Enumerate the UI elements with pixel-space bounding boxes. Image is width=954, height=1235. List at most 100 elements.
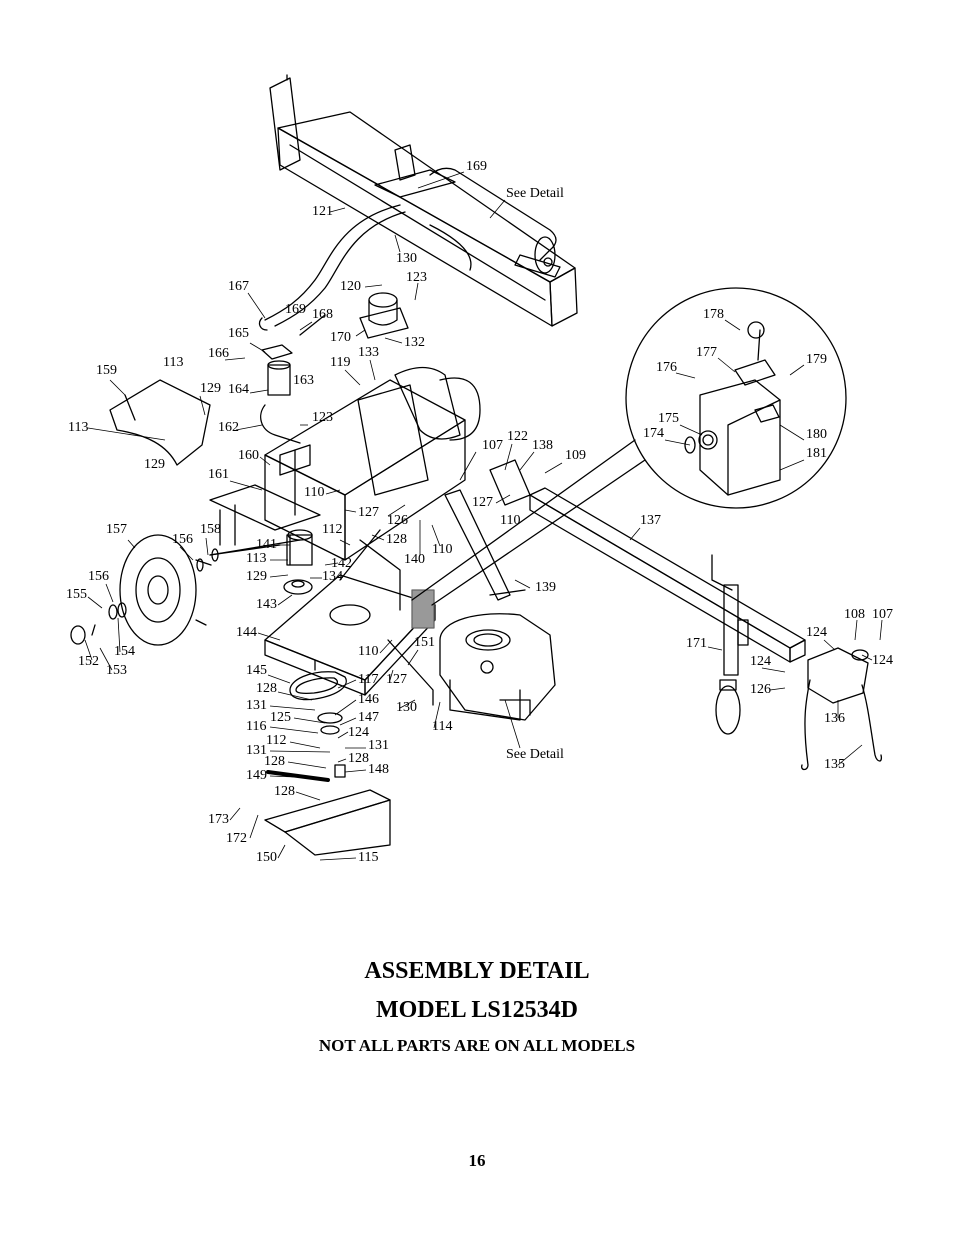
callout-label: 129 bbox=[144, 457, 165, 472]
leader-line bbox=[179, 546, 194, 561]
callout-label: 146 bbox=[358, 692, 379, 707]
leader-line bbox=[519, 451, 535, 471]
page-number: 16 bbox=[468, 1151, 486, 1170]
callout-label: 127 bbox=[386, 672, 407, 687]
leader-line bbox=[879, 619, 883, 641]
callout-label: 156 bbox=[88, 569, 109, 584]
beam-drawing bbox=[269, 74, 578, 327]
leader-line bbox=[387, 504, 406, 517]
leader-line bbox=[257, 632, 281, 641]
callout-label: 169 bbox=[285, 302, 306, 317]
callout-label: 160 bbox=[238, 448, 259, 463]
leader-line bbox=[769, 687, 786, 691]
callout-label: 128 bbox=[274, 784, 295, 799]
leader-line bbox=[384, 337, 403, 344]
leader-line bbox=[84, 639, 93, 661]
callout-label: 135 bbox=[824, 757, 845, 772]
callout-label: 154 bbox=[114, 644, 135, 659]
leader-line bbox=[267, 674, 291, 684]
callout-label: 124 bbox=[806, 625, 827, 640]
callout-label: 144 bbox=[236, 625, 257, 640]
leader-line bbox=[99, 647, 113, 671]
leader-line bbox=[117, 617, 121, 653]
callout-label: 142 bbox=[331, 556, 352, 571]
callout-label: 158 bbox=[200, 522, 221, 537]
leader-lines bbox=[84, 171, 883, 861]
callout-label: 127 bbox=[358, 505, 379, 520]
callout-label: 181 bbox=[806, 446, 827, 461]
belt-drawing bbox=[266, 639, 434, 782]
callout-label: 123 bbox=[312, 410, 333, 425]
leader-line bbox=[489, 199, 506, 219]
callout-label: 179 bbox=[806, 352, 827, 367]
callout-label: 136 bbox=[824, 711, 845, 726]
detail-bubble-drawing bbox=[411, 287, 847, 606]
leader-line bbox=[319, 857, 357, 861]
callout-label: 125 bbox=[270, 710, 291, 725]
leader-line bbox=[369, 359, 376, 381]
callout-label: 172 bbox=[226, 831, 247, 846]
leader-line bbox=[433, 701, 441, 729]
leader-line bbox=[389, 669, 394, 681]
leader-line bbox=[277, 594, 293, 606]
bottom-plate-drawing bbox=[264, 789, 391, 856]
leader-line bbox=[379, 639, 393, 654]
callout-label: 145 bbox=[246, 663, 267, 678]
leader-line bbox=[707, 646, 723, 651]
leader-line bbox=[399, 699, 416, 709]
callout-label: 113 bbox=[68, 420, 88, 435]
callout-label: See Detail bbox=[506, 186, 564, 201]
callout-label: 165 bbox=[228, 326, 249, 341]
leader-line bbox=[514, 579, 531, 589]
callout-label: 115 bbox=[358, 850, 378, 865]
leader-line bbox=[269, 574, 289, 578]
callout-label: 168 bbox=[312, 307, 333, 322]
leader-line bbox=[293, 717, 326, 724]
leader-line bbox=[664, 439, 691, 446]
callout-label: 164 bbox=[228, 382, 249, 397]
callout-label: 162 bbox=[218, 420, 239, 435]
callout-label: 148 bbox=[368, 762, 389, 777]
leader-line bbox=[789, 364, 805, 376]
frame-drawing bbox=[209, 366, 481, 566]
callout-label: 166 bbox=[208, 346, 229, 361]
callout-label: 110 bbox=[358, 644, 378, 659]
coupler-drawing bbox=[801, 647, 883, 771]
callout-label: 113 bbox=[163, 355, 183, 370]
leader-line bbox=[679, 424, 703, 436]
leader-line bbox=[337, 679, 357, 689]
leader-line bbox=[861, 654, 873, 661]
leader-line bbox=[717, 357, 736, 373]
leader-line bbox=[394, 234, 401, 253]
callout-label: 128 bbox=[348, 751, 369, 766]
callout-label: 107 bbox=[482, 438, 503, 453]
leader-line bbox=[127, 539, 136, 549]
callout-label: 156 bbox=[172, 532, 193, 547]
base-plate-drawing bbox=[264, 529, 436, 696]
leader-line bbox=[344, 769, 367, 773]
leader-line bbox=[337, 758, 347, 763]
leader-line bbox=[414, 282, 419, 301]
callout-label: 176 bbox=[656, 360, 677, 375]
callout-label: 130 bbox=[396, 251, 417, 266]
callout-label: 116 bbox=[246, 719, 266, 734]
jack-drawing bbox=[711, 554, 749, 735]
leader-line bbox=[269, 775, 321, 779]
leader-line bbox=[417, 171, 465, 189]
leader-line bbox=[325, 489, 341, 495]
callout-label: 108 bbox=[844, 607, 865, 622]
callout-label: 107 bbox=[872, 607, 893, 622]
leader-line bbox=[779, 459, 805, 471]
leader-line bbox=[339, 717, 357, 726]
callout-label: 128 bbox=[256, 681, 277, 696]
callout-label: 138 bbox=[532, 438, 553, 453]
callout-label: 151 bbox=[414, 635, 435, 650]
leader-line bbox=[761, 667, 786, 673]
leader-line bbox=[675, 372, 696, 379]
filter-drawing bbox=[260, 292, 409, 444]
callout-label: 143 bbox=[256, 597, 277, 612]
model-number: MODEL LS12534D bbox=[375, 997, 579, 1023]
callout-label: 124 bbox=[872, 653, 893, 668]
callout-label: 177 bbox=[696, 345, 717, 360]
fender-drawing bbox=[109, 379, 211, 466]
